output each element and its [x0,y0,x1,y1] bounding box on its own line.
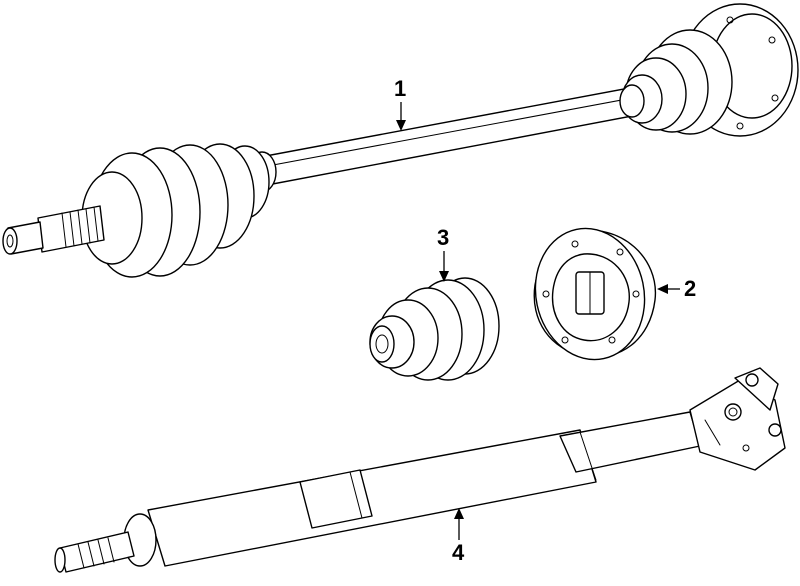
callout-1-arrowhead [396,120,406,131]
callout-3: 3 [437,225,449,282]
callout-1: 1 [394,76,406,131]
axle-outer-boot [81,143,277,278]
callout-2-label: 2 [684,276,696,301]
cv-joint[interactable] [523,218,657,370]
callout-3-label: 3 [437,225,449,250]
callout-2: 2 [657,276,696,301]
drive-shaft-assembly[interactable] [54,367,786,573]
callout-1-label: 1 [394,76,406,101]
drive-shaft-u-joint [689,367,786,471]
callout-4-arrowhead [454,508,464,519]
callout-3-arrowhead [439,271,449,282]
axle-outer-stub [2,205,105,255]
axle-shaft-assembly[interactable] [2,3,799,278]
cv-boot[interactable] [369,277,500,381]
callout-2-arrowhead [657,284,668,294]
callout-4: 4 [452,508,465,565]
callout-4-label: 4 [452,540,465,565]
axle-inner-boot [619,29,733,135]
